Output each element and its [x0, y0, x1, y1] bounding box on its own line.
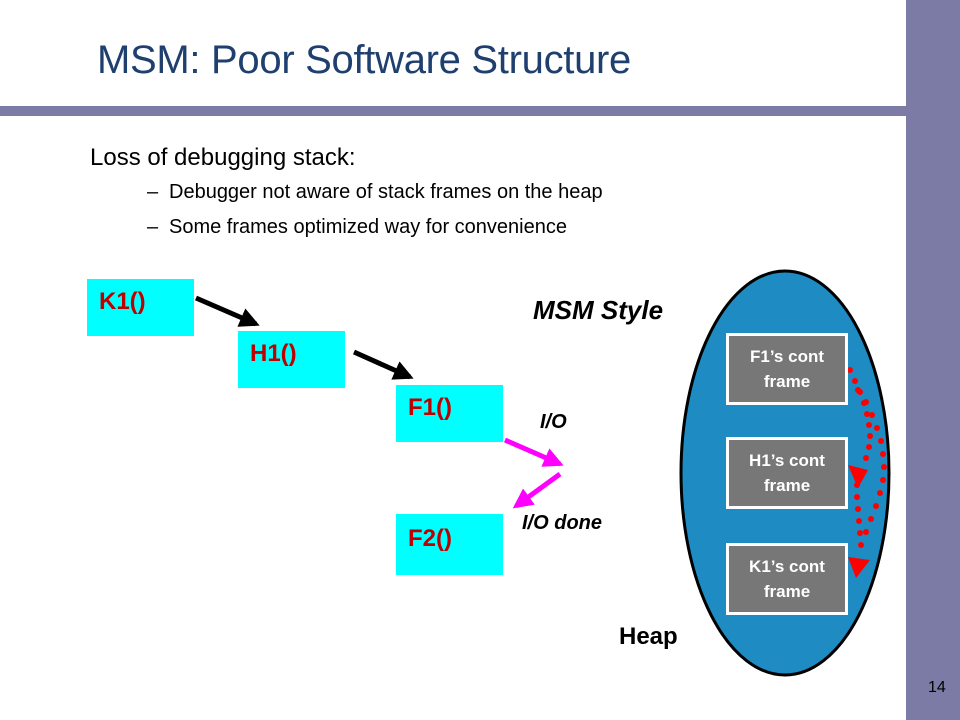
heap-frame-h1: H1’s cont frame: [726, 437, 848, 509]
frame-line-1: F1’s cont: [750, 347, 824, 366]
call-arrow-k1-h1: [195, 295, 260, 327]
return-dotted-arrow-1: [847, 367, 873, 488]
call-arrow-h1-f1: [352, 349, 414, 380]
dash-marker: –: [147, 181, 159, 203]
frame-line-2: frame: [763, 372, 811, 391]
io-label: I/O: [540, 411, 567, 433]
function-box-k1: K1(): [87, 279, 194, 336]
msm-style-label: MSM Style: [533, 295, 664, 325]
heap-frame-f1: F1’s cont frame: [726, 333, 848, 405]
subbullet-text: Debugger not aware of stack frames on th…: [169, 181, 603, 203]
frame-line-1: K1’s cont: [749, 557, 825, 576]
slide-title: MSM: Poor Software Structure: [97, 38, 632, 82]
return-dotted-arrow-2: [848, 387, 887, 578]
return-dotted-arrow-3: [854, 482, 863, 536]
subbullet-1: –Debugger not aware of stack frames on t…: [147, 181, 603, 204]
subbullet-text: Some frames optimized way for convenienc…: [169, 216, 567, 238]
function-box-f1: F1(): [396, 385, 503, 442]
dash-marker: –: [147, 216, 159, 238]
io-done-label: I/O done: [522, 512, 602, 534]
function-box-f2: F2(): [396, 514, 503, 575]
page-number: 14: [928, 679, 946, 696]
bullet-main: Loss of debugging stack:: [90, 144, 356, 171]
slide-sidebar-bar: [906, 0, 960, 720]
heap-frame-k1: K1’s cont frame: [726, 543, 848, 615]
function-box-h1: H1(): [238, 331, 345, 388]
frame-line-2: frame: [763, 582, 811, 601]
title-underline: [0, 106, 906, 116]
frame-line-1: H1’s cont: [749, 451, 825, 470]
io-done-arrow: [512, 471, 562, 509]
frame-line-2: frame: [763, 476, 811, 495]
heap-label: Heap: [619, 623, 678, 650]
subbullet-2: –Some frames optimized way for convenien…: [147, 216, 567, 239]
io-arrow: [504, 437, 564, 467]
